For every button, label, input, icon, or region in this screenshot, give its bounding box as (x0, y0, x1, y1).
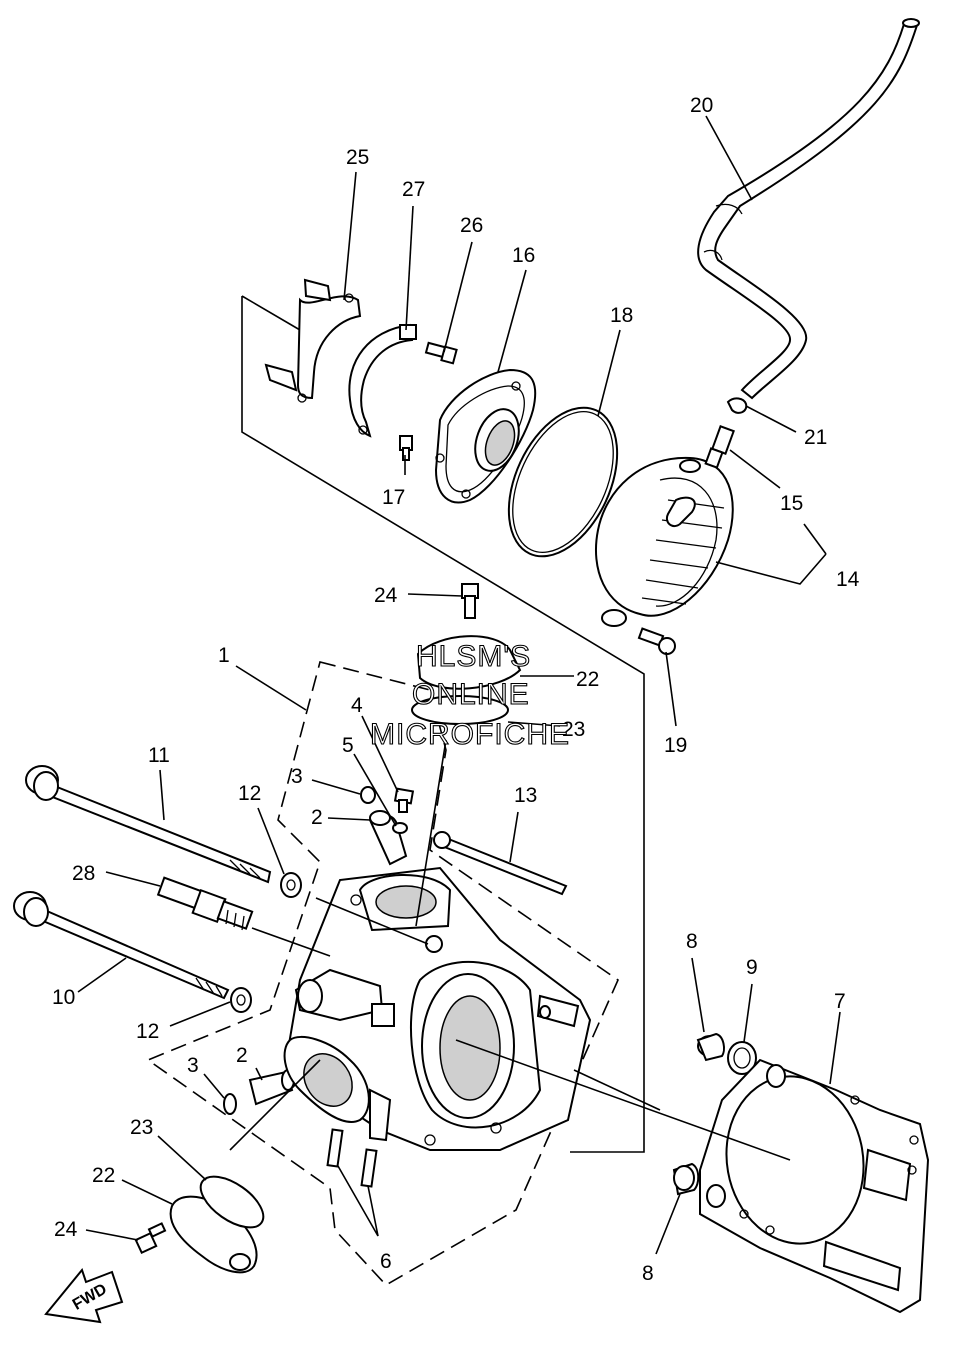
spark-plug-part (156, 876, 254, 931)
callout-3-upper: 3 (291, 765, 303, 788)
callout-11: 11 (148, 744, 170, 767)
callout-6: 6 (380, 1250, 392, 1273)
callout-13: 13 (514, 784, 537, 807)
o-ring-part-18 (507, 406, 619, 558)
callout-15: 15 (780, 492, 803, 515)
cover-bolt-part (637, 627, 676, 655)
watermark-line-1: HLSM'S (416, 640, 531, 673)
bracket-gasket-part (348, 323, 417, 438)
callout-10: 10 (52, 986, 75, 1009)
callout-18: 18 (610, 304, 633, 327)
head-gasket-part (699, 1058, 930, 1314)
o-ring-part-3-upper (360, 786, 376, 804)
fwd-arrow-icon: FWD (44, 1267, 124, 1324)
cover-group-boundary (241, 296, 645, 1153)
o-ring-part-23-top (411, 695, 509, 725)
callout-26: 26 (460, 214, 483, 237)
cylinder-head-group-boundary (146, 661, 619, 1287)
callout-8-upper: 8 (686, 930, 698, 953)
leader-lines (77, 115, 841, 1255)
callout-21: 21 (804, 426, 827, 449)
callout-labels: 1 2 2 3 3 4 5 6 7 8 8 9 10 11 12 12 13 1… (52, 94, 860, 1285)
seal-part-9 (727, 1041, 757, 1075)
callout-4: 4 (351, 694, 363, 717)
callout-8-lower: 8 (642, 1262, 654, 1285)
callout-17: 17 (382, 486, 405, 509)
bolt-part-26 (424, 341, 458, 365)
cylinder-head-part (283, 866, 592, 1151)
callout-12-upper: 12 (238, 782, 261, 805)
bolt-part-13 (433, 831, 568, 896)
bolt-part-4 (393, 787, 415, 813)
dowel-part-8-upper (696, 1032, 725, 1062)
o-ring-part-3-lower (223, 1093, 237, 1115)
callout-25: 25 (346, 146, 369, 169)
hose-clip-part (726, 397, 748, 414)
callout-2-upper: 2 (311, 806, 323, 829)
bolt-part-24-top (461, 583, 479, 619)
callout-24-lower: 24 (54, 1218, 78, 1241)
callout-1: 1 (218, 644, 230, 667)
callout-24-top: 24 (374, 584, 398, 607)
bracket-part (264, 278, 362, 403)
callout-7: 7 (834, 990, 846, 1013)
callout-5: 5 (342, 734, 354, 757)
watermark-line-2: ONLINE (412, 678, 530, 711)
callout-23-top: 23 (562, 718, 585, 741)
callout-22-top: 22 (576, 668, 599, 691)
washer-part-12-lower (230, 987, 252, 1013)
washer-part-12-upper (280, 872, 302, 898)
stud-bolt-part-10 (13, 891, 230, 1000)
callout-19: 19 (664, 734, 687, 757)
callout-20: 20 (690, 94, 713, 117)
dowel-pin-part-2-upper (368, 810, 408, 866)
callout-12-lower: 12 (136, 1020, 159, 1043)
dowel-part-8-lower (672, 1162, 700, 1196)
watermark: HLSM'S ONLINE MICROFICHE (369, 639, 570, 751)
callout-28: 28 (72, 862, 95, 885)
bolt-part-17 (399, 435, 413, 461)
stud-bolt-part-11 (25, 765, 272, 884)
callout-3-lower: 3 (187, 1054, 199, 1077)
breather-hose-part (697, 18, 920, 400)
callout-14: 14 (836, 568, 860, 591)
callout-27: 27 (402, 178, 425, 201)
dowel-pin-part-2-lower (248, 1069, 295, 1106)
breather-fitting-part (704, 425, 735, 469)
stud-part-6 (326, 1128, 378, 1188)
cap-part-22-top (416, 635, 522, 690)
callout-22-lower: 22 (92, 1164, 115, 1187)
cylinder-cover-part (594, 456, 734, 627)
callout-2-lower: 2 (236, 1044, 248, 1067)
bolt-part-24-lower (134, 1222, 167, 1255)
callout-23-lower: 23 (130, 1116, 153, 1139)
callout-16: 16 (512, 244, 535, 267)
watermark-line-3: MICROFICHE (370, 718, 570, 751)
cover-plate-part (434, 368, 537, 504)
o-ring-part-23-lower (199, 1175, 265, 1229)
callout-9: 9 (746, 956, 758, 979)
